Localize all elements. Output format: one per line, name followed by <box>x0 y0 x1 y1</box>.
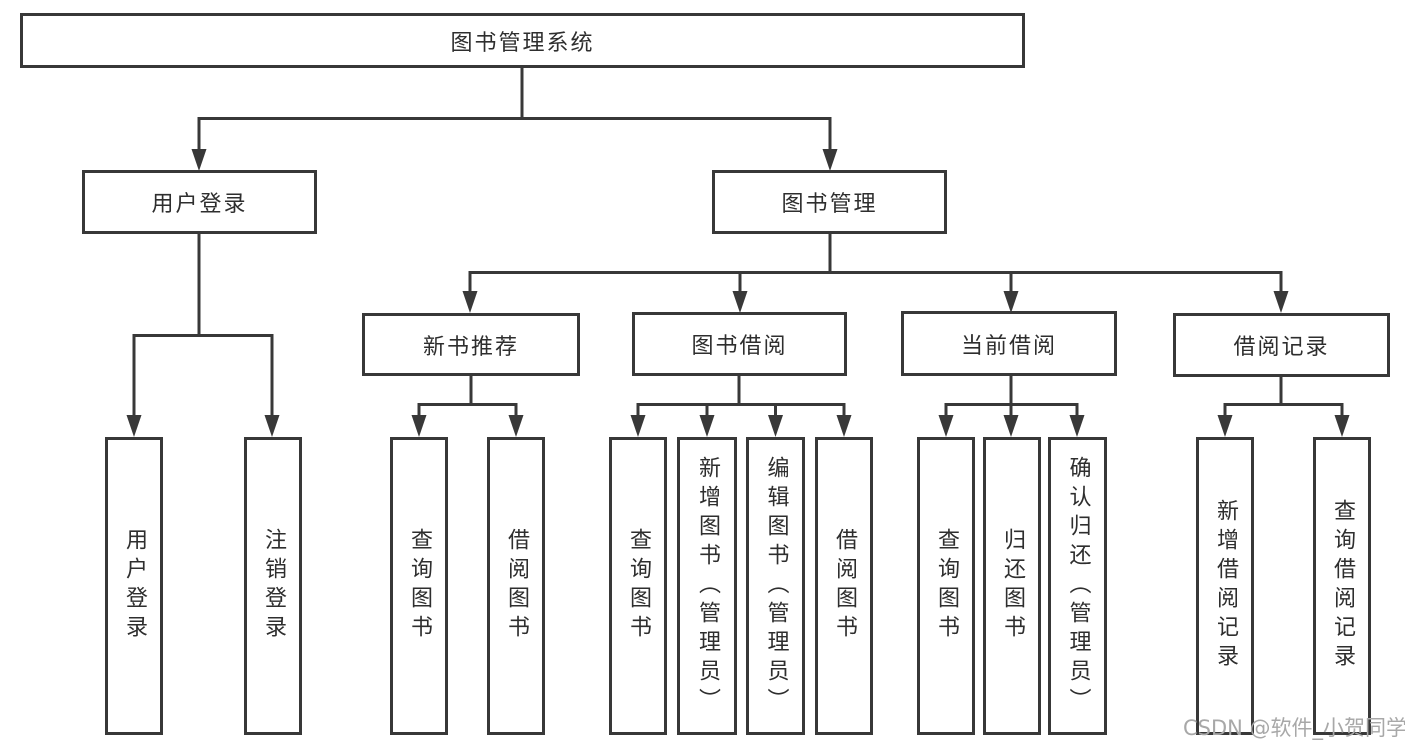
node-book-management: 图书管理 <box>712 170 947 234</box>
node-book-borrowing: 图书借阅 <box>632 312 847 376</box>
node-borrowing-records: 借阅记录 <box>1173 313 1390 377</box>
node-current-borrowing: 当前借阅 <box>901 311 1117 376</box>
leaf-query-books-borrowing: 查询图书 <box>609 437 667 735</box>
leaf-borrow-books: 借阅图书 <box>815 437 873 735</box>
leaf-query-borrowing-record: 查询借阅记录 <box>1313 437 1371 735</box>
leaf-return-books: 归还图书 <box>983 437 1041 735</box>
csdn-watermark: CSDN @软件_小贺同学 <box>1183 716 1405 740</box>
leaf-user-login: 用户登录 <box>105 437 163 735</box>
leaf-borrow-books-recommend: 借阅图书 <box>487 437 545 735</box>
leaf-query-books-current: 查询图书 <box>917 437 975 735</box>
node-new-book-recommendation: 新书推荐 <box>362 313 580 376</box>
node-library-management-system: 图书管理系统 <box>20 13 1025 68</box>
leaf-confirm-return-admin: 确认归还（管理员） <box>1048 437 1107 735</box>
leaf-add-books-admin: 新增图书（管理员） <box>677 437 737 735</box>
leaf-add-borrowing-record: 新增借阅记录 <box>1196 437 1254 735</box>
leaf-logout: 注销登录 <box>244 437 302 735</box>
node-user-login: 用户登录 <box>82 170 317 234</box>
leaf-edit-books-admin: 编辑图书（管理员） <box>746 437 805 735</box>
leaf-query-books-recommend: 查询图书 <box>390 437 448 735</box>
